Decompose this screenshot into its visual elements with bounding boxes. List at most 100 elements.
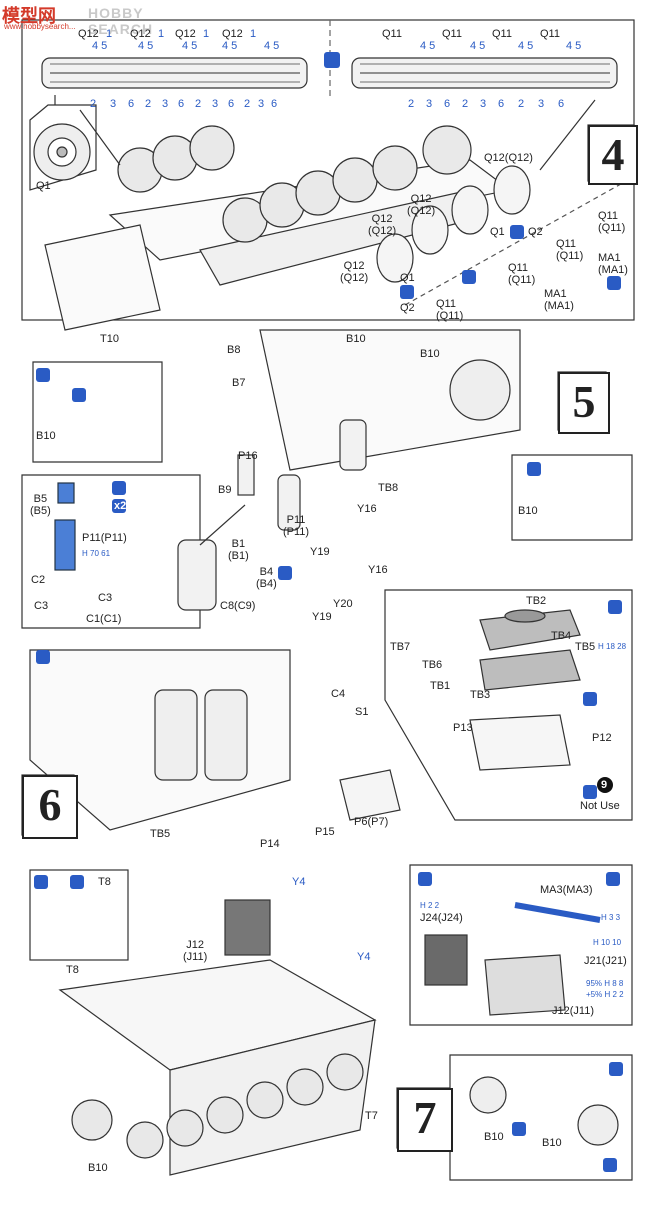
label-q1: Q1 — [36, 180, 51, 192]
label-tb5: TB5 — [150, 828, 171, 840]
label-tb5: TB5 — [575, 641, 596, 653]
label-t7: T7 — [365, 1110, 378, 1122]
label-q2: Q2 — [528, 226, 543, 238]
label-q2: Q2 — [400, 302, 415, 314]
label-num: 4 5 — [420, 40, 436, 52]
label-q11: Q11 — [382, 28, 402, 40]
label-b10: B10 — [88, 1162, 108, 1174]
label-num: 2 — [195, 98, 202, 110]
label-b10: B10 — [542, 1137, 562, 1149]
label-q12: Q12(Q12) — [484, 152, 533, 164]
label-b10: B10 — [346, 333, 366, 345]
label-q11: Q11 (Q11) — [556, 238, 584, 262]
p11-inset — [21, 474, 201, 629]
step-7-number: 7 — [397, 1088, 453, 1152]
label-tb2: TB2 — [526, 595, 547, 607]
label-y19: Y19 — [310, 546, 330, 558]
label-num: 2 — [408, 98, 415, 110]
label-num: 3 — [538, 98, 545, 110]
label-q11: Q11 (Q11) — [436, 298, 464, 322]
label-p14: P14 — [260, 838, 280, 850]
watermark-brand-cn: 模型网 — [2, 6, 56, 26]
label-q1: Q1 — [490, 226, 505, 238]
watermark-url: www.hobbysearch... — [4, 22, 76, 31]
hull-step6 — [29, 649, 291, 831]
label-b10: B10 — [484, 1131, 504, 1143]
label-num: 4 5 — [264, 40, 280, 52]
label-tb8: TB8 — [378, 482, 399, 494]
label-y4: Y4 — [292, 876, 306, 888]
label-y16: Y16 — [357, 503, 377, 515]
label-num: 2 — [244, 98, 251, 110]
step-4-number: 4 — [588, 125, 638, 185]
label-num: 6 — [558, 98, 565, 110]
label-c8: C8(C9) — [220, 600, 256, 612]
label-p11: P11 (P11) — [283, 514, 310, 538]
label-q12: Q12 (Q12) — [368, 213, 397, 237]
label-b10: B10 — [36, 430, 56, 442]
label-j12: J12(J11) — [552, 1005, 594, 1017]
label-y4: Y4 — [357, 951, 371, 963]
label-c3: C3 — [34, 600, 49, 612]
label-q11: Q11 — [540, 28, 560, 40]
label-num: 6 — [178, 98, 185, 110]
label-not-use: Not Use — [580, 800, 620, 812]
label-p13: P13 — [453, 722, 473, 734]
label-q1: Q1 — [400, 272, 415, 284]
label-q12: Q12 (Q12) — [340, 260, 369, 284]
label-num: 4 5 — [92, 40, 108, 52]
label-paint-code: H 10 10 — [593, 938, 622, 947]
label-b9: B9 — [218, 484, 232, 496]
label-paint-code: H 3 3 — [601, 913, 621, 922]
label-num: 4 5 — [222, 40, 238, 52]
label-y19: Y19 — [312, 611, 332, 623]
label-q12: Q12 — [130, 28, 151, 40]
label-b10: B10 — [420, 348, 440, 360]
label-q11: Q11 — [442, 28, 462, 40]
label-s1: S1 — [355, 706, 369, 718]
label-j12: J12 (J11) — [183, 939, 208, 963]
t10-plate — [44, 224, 161, 331]
label-num: 3 — [110, 98, 117, 110]
label-num: 1 — [106, 28, 113, 40]
label-j24: J24(J24) — [420, 912, 463, 924]
label-paint-code: +5% H 2 2 — [586, 990, 624, 999]
label-ma1: MA1 (MA1) — [598, 252, 628, 276]
tool-icons — [34, 52, 623, 1172]
label-x2: x2 — [114, 500, 127, 512]
label-num: 6 — [228, 98, 235, 110]
label-t8: T8 — [98, 876, 111, 888]
label-p6: P6(P7) — [354, 816, 389, 828]
label-num: 4 5 — [566, 40, 582, 52]
label-b5: B5 (B5) — [30, 493, 51, 517]
label-paint-code: 95% H 8 8 — [586, 979, 624, 988]
label-num: 1 — [158, 28, 165, 40]
hull-step5 — [259, 329, 521, 471]
exploded-wheels — [376, 165, 531, 283]
label-num: 4 5 — [470, 40, 486, 52]
label-num: 2 — [145, 98, 152, 110]
road-wheels-step4 — [117, 125, 472, 243]
label-y16: Y16 — [368, 564, 388, 576]
label-p11: P11(P11) — [82, 532, 127, 544]
label-num: 3 — [426, 98, 433, 110]
step-6-number: 6 — [22, 775, 78, 839]
label-tb7: TB7 — [390, 641, 411, 653]
label-b7: B7 — [232, 377, 246, 389]
track-strip-left — [41, 57, 308, 89]
label-q12: Q12 — [175, 28, 196, 40]
label-c4: C4 — [331, 688, 346, 700]
label-q11: Q11 — [492, 28, 512, 40]
label-tb6: TB6 — [422, 659, 443, 671]
tb-parts — [479, 609, 581, 691]
label-num: 3 — [258, 98, 265, 110]
label-t10: T10 — [100, 333, 119, 345]
label-c1: C1(C1) — [86, 613, 122, 625]
label-b10: B10 — [518, 505, 538, 517]
label-nine: 9 — [601, 779, 608, 791]
label-num: 4 5 — [518, 40, 534, 52]
step-5-number: 5 — [558, 372, 610, 434]
label-num: 2 — [462, 98, 469, 110]
